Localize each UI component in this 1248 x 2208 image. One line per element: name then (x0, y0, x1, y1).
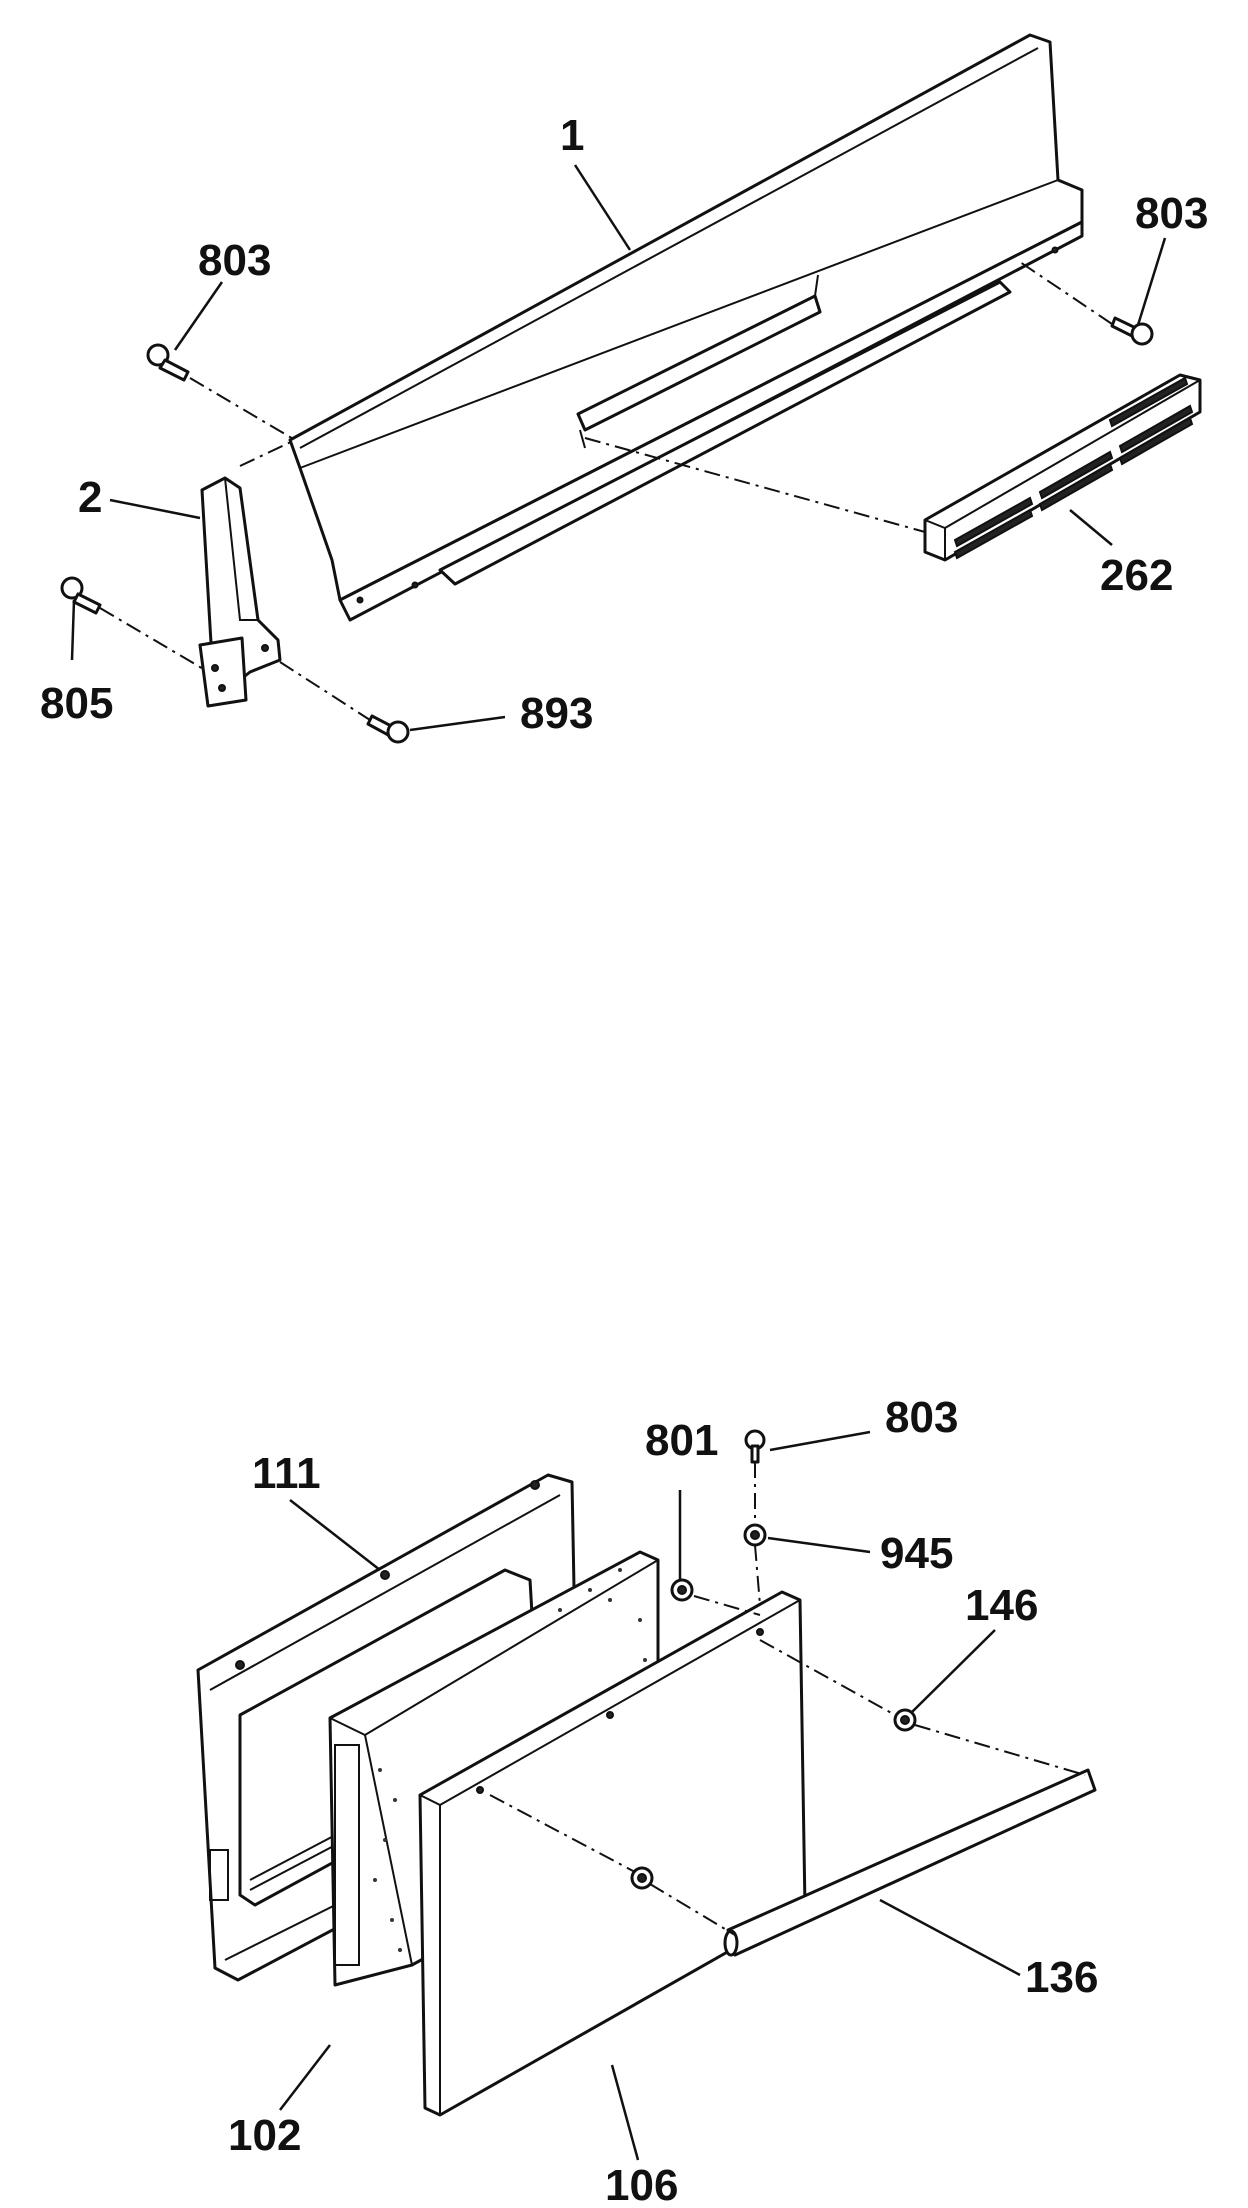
screw-icon (1110, 316, 1154, 346)
assembly-line (584, 437, 926, 533)
callout-262: 262 (1100, 551, 1173, 600)
side-end-cap (198, 476, 282, 708)
screw-icon (366, 714, 410, 744)
callout-111: 111 (252, 1449, 321, 1498)
callout-106: 106 (605, 2161, 678, 2208)
screw-icon (744, 1429, 766, 1464)
callout-803-door: 803 (885, 1393, 958, 1442)
nut-icon (743, 1523, 767, 1547)
screw-icon (60, 576, 102, 615)
assembly-line (759, 1639, 896, 1716)
spacer-icon (893, 1708, 917, 1732)
backsplash-panel (288, 33, 1084, 622)
callout-803-left: 803 (198, 236, 271, 285)
callout-893: 893 (520, 689, 593, 738)
screw-icon (670, 1578, 694, 1602)
assembly-line (914, 1724, 1086, 1776)
callout-136: 136 (1025, 1953, 1098, 2002)
assembly-line (99, 607, 206, 671)
callout-1: 1 (560, 111, 584, 160)
assembly-line (189, 377, 296, 441)
assembly-line (1019, 261, 1113, 325)
callout-102: 102 (228, 2111, 301, 2160)
assembly-line (279, 661, 371, 721)
callout-945: 945 (880, 1529, 953, 1578)
callout-2: 2 (78, 473, 102, 522)
callout-805: 805 (40, 679, 113, 728)
door-handle (723, 1768, 1097, 1957)
spacer-icon (630, 1866, 654, 1890)
assembly-line (489, 1794, 636, 1873)
assembly-line (754, 1544, 761, 1606)
screw-icon (146, 343, 190, 382)
assembly-line (239, 439, 296, 467)
vent-grille (923, 373, 1202, 562)
callout-803-right: 803 (1135, 189, 1208, 238)
callout-146: 146 (965, 1581, 1038, 1630)
callout-801: 801 (645, 1416, 718, 1465)
assembly-line (693, 1595, 761, 1616)
